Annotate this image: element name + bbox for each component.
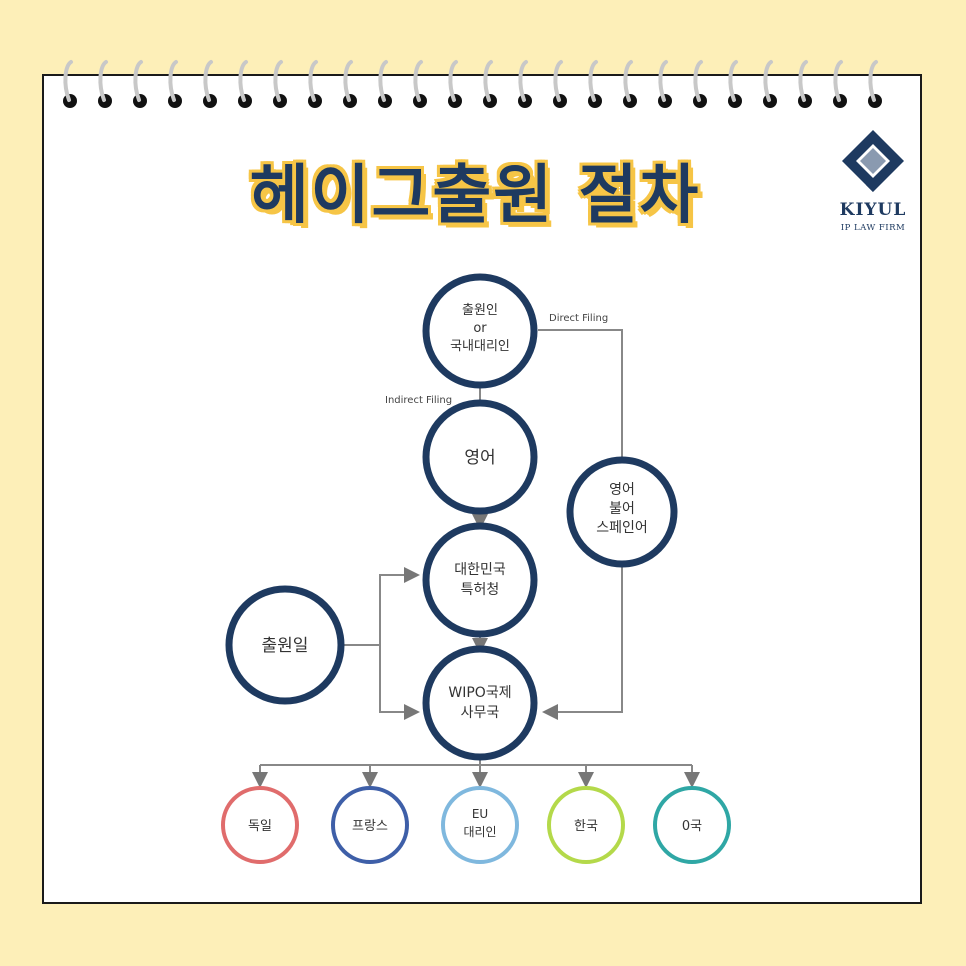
binder-wire xyxy=(448,60,458,102)
binder-wire xyxy=(798,60,808,102)
binder-wire xyxy=(273,60,283,102)
node-france: 프랑스 xyxy=(331,786,409,864)
binder-wire xyxy=(133,60,143,102)
binder-wire xyxy=(483,60,493,102)
node-wipo-line1: WIPO국제 xyxy=(448,685,511,701)
node-languages-line3: 스페인어 xyxy=(596,520,648,536)
connectors xyxy=(252,329,700,788)
node-wipo-line2: 사무국 xyxy=(461,705,500,721)
binder-wire xyxy=(658,60,668,102)
binder-wire xyxy=(343,60,353,102)
node-france-label: 프랑스 xyxy=(352,819,388,834)
binder-wire xyxy=(623,60,633,102)
node-kipo: 대한민국 특허청 xyxy=(422,522,538,638)
connector-junction-wipo xyxy=(379,645,420,720)
node-applicant: 출원인 or 국내대리인 xyxy=(422,273,538,389)
node-wipo: WIPO국제 사무국 xyxy=(422,645,538,761)
node-filing-date-label: 출원일 xyxy=(262,636,309,656)
node-applicant-line3: 국내대리인 xyxy=(450,339,510,354)
binder-wire xyxy=(203,60,213,102)
spiral-rings xyxy=(63,60,882,108)
node-applicant-line1: 출원인 xyxy=(462,303,498,318)
binder-wire xyxy=(728,60,738,102)
diamond-logo-icon xyxy=(842,130,904,192)
binder-wire xyxy=(308,60,318,102)
binder-wire xyxy=(763,60,773,102)
node-english-label: 영어 xyxy=(464,448,495,468)
node-other-label: 0국 xyxy=(682,819,702,834)
node-eu-line1: EU xyxy=(472,807,488,821)
node-languages-line1: 영어 xyxy=(609,482,635,498)
node-kipo-line2: 특허청 xyxy=(461,582,500,598)
node-kipo-line1: 대한민국 xyxy=(454,562,506,578)
binder-wire xyxy=(833,60,843,102)
logo-name: KIYUL xyxy=(839,200,907,220)
binder-wire xyxy=(518,60,528,102)
kiyul-logo: KIYUL IP LAW FIRM xyxy=(828,122,918,242)
connector-junction-kipo xyxy=(379,567,420,645)
node-english: 영어 xyxy=(422,399,538,515)
node-korea-label: 한국 xyxy=(574,819,598,834)
connector-languages-wipo xyxy=(542,555,623,720)
direct-filing-label: Direct Filing xyxy=(549,313,608,324)
binder-wire xyxy=(378,60,388,102)
node-germany-label: 독일 xyxy=(248,819,272,834)
binder-wire xyxy=(413,60,423,102)
logo-subtitle: IP LAW FIRM xyxy=(840,223,906,233)
binder-wire xyxy=(553,60,563,102)
binder-wire xyxy=(98,60,108,102)
node-languages-line2: 불어 xyxy=(609,501,635,517)
node-eu: EU 대리인 xyxy=(441,786,519,864)
binder-wire xyxy=(63,60,73,102)
node-eu-line2: 대리인 xyxy=(463,825,496,839)
node-languages: 영어 불어 스페인어 xyxy=(566,456,678,568)
node-filing-date: 출원일 xyxy=(225,585,345,705)
node-korea: 한국 xyxy=(547,786,625,864)
binder-wire xyxy=(868,60,878,102)
binder-wire xyxy=(168,60,178,102)
page-title: 헤이그출원 절차 xyxy=(249,159,701,233)
connector-applicant-languages xyxy=(538,329,623,468)
binder-wire xyxy=(588,60,598,102)
node-applicant-line2: or xyxy=(473,321,487,336)
node-other: 0국 xyxy=(653,786,731,864)
indirect-filing-label: Indirect Filing xyxy=(385,395,452,406)
binder-wire xyxy=(238,60,248,102)
binder-wire xyxy=(693,60,703,102)
node-germany: 독일 xyxy=(221,786,299,864)
